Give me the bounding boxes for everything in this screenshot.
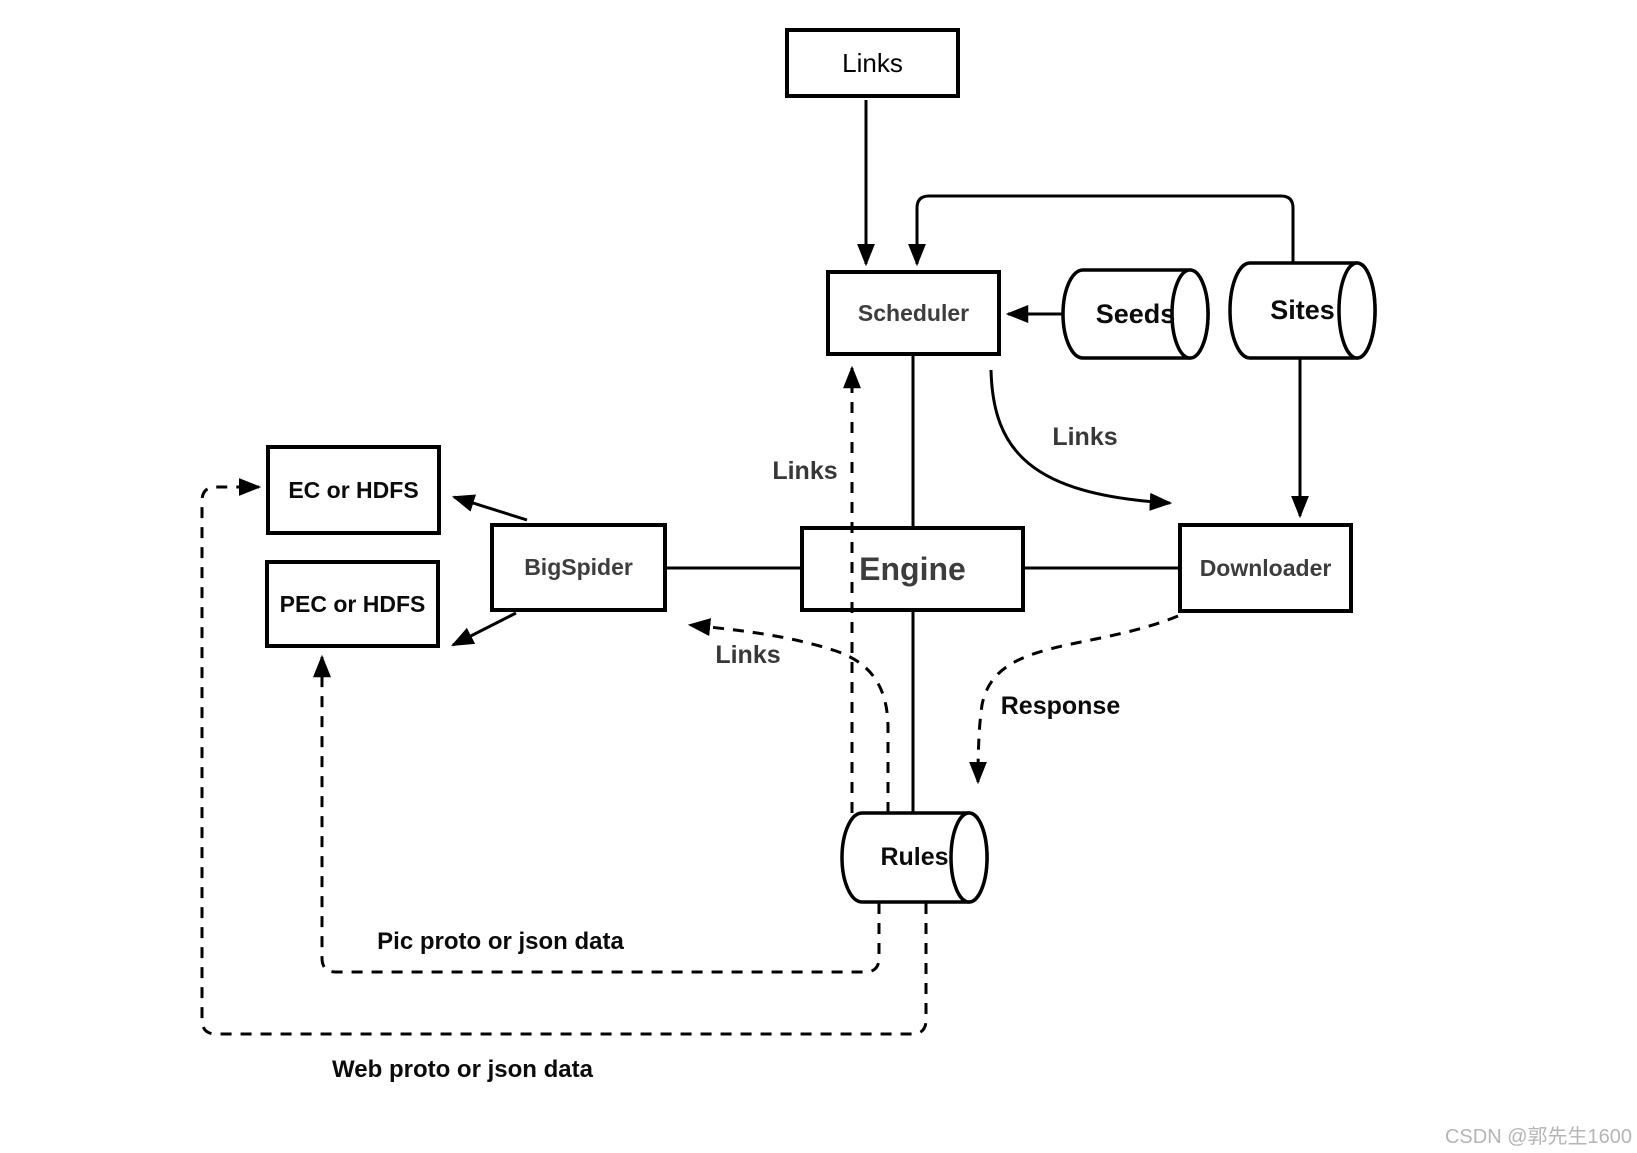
cylinder-seeds-label: Seeds (1095, 298, 1176, 329)
node-engine: Engine (800, 526, 1025, 612)
node-links-queue: Links (785, 28, 960, 98)
node-bigspider: BigSpider (490, 523, 667, 612)
node-scheduler-label: Scheduler (857, 299, 970, 326)
node-pec-storage-label: PEC or HDFS (279, 590, 426, 617)
cylinder-rules-label: Rules (880, 843, 949, 871)
node-ec-storage-label: EC or HDFS (288, 476, 419, 503)
edge-label-pic-proto: Pic proto or json data (377, 928, 624, 955)
node-engine-label: Engine (859, 550, 966, 587)
node-bigspider-label: BigSpider (524, 554, 633, 580)
edge-bigspider-to-ec (451, 494, 528, 522)
csdn-watermark: CSDN @郭先生1600 (1444, 1126, 1632, 1148)
edge-rules-to-pec-picproto (313, 654, 881, 974)
edge-label-scheduler-downloader-links: Links (1052, 423, 1118, 451)
node-pec-storage: PEC or HDFS (265, 560, 440, 648)
cylinder-sites-label: Sites (1270, 295, 1335, 325)
edge-label-rules-bigspider-links: Links (715, 641, 781, 669)
node-scheduler: Scheduler (826, 270, 1001, 356)
node-links-queue-label: Links (842, 47, 903, 78)
node-ec-storage: EC or HDFS (266, 445, 441, 535)
edge-bigspider-to-pec (450, 611, 517, 647)
edge-label-rules-scheduler-links: Links (772, 457, 838, 485)
node-downloader: Downloader (1178, 523, 1353, 613)
edge-sites-to-scheduler (908, 194, 1295, 267)
node-downloader-label: Downloader (1199, 554, 1332, 581)
edge-label-web-proto: Web proto or json data (332, 1056, 593, 1083)
edge-label-response: Response (1000, 692, 1121, 720)
